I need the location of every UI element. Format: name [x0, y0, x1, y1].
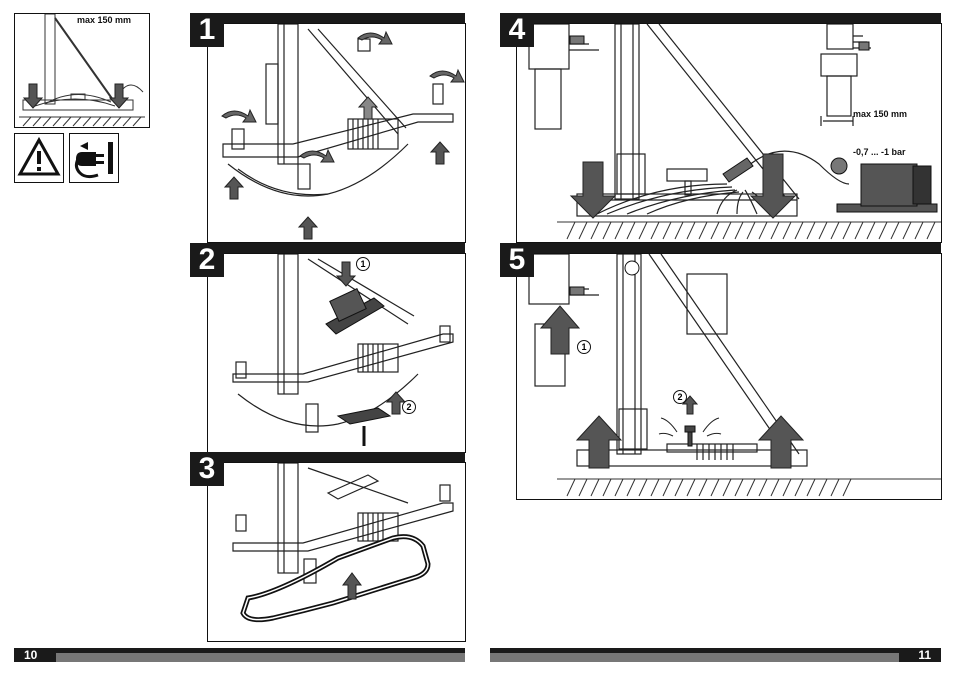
panel-5-number: 5	[500, 243, 534, 277]
panel-3	[207, 462, 466, 642]
panel-2-number: 2	[190, 243, 224, 277]
panel-5-drawing	[528, 254, 941, 497]
panel-4-number: 4	[500, 13, 534, 47]
panel-1-drawing	[221, 24, 465, 240]
footer-right: 11	[490, 648, 941, 662]
panel-4: max 150 mm -0,7 ... -1 bar	[516, 23, 942, 243]
panel-2-callout-1: 1	[356, 257, 370, 271]
panel-5-header-bar	[516, 243, 941, 253]
warning-triangle-icon	[14, 133, 64, 183]
overview-figure: max 150 mm	[14, 13, 150, 128]
panel-3-drawing	[232, 463, 454, 623]
panel-2-header-bar	[207, 243, 465, 253]
page-number-left: 10	[24, 648, 38, 662]
panel-2-drawing	[232, 254, 454, 446]
footer-left: 10	[14, 648, 465, 662]
unplug-icon	[69, 133, 119, 183]
overview-max-label: max 150 mm	[77, 15, 132, 25]
panel-5-callout-2: 2	[673, 390, 687, 404]
panel-4-header-bar	[516, 13, 941, 23]
panel-1-number: 1	[190, 13, 224, 47]
panel-1	[207, 23, 466, 243]
panel-5: 1 2	[516, 253, 942, 500]
panel-3-number: 3	[190, 452, 224, 486]
panel-1-header-bar	[207, 13, 465, 23]
panel-4-drawing	[528, 24, 941, 240]
panel-2: 1 2	[207, 253, 466, 453]
footer-right-bar	[490, 653, 899, 662]
panel-4-vacuum-label: -0,7 ... -1 bar	[853, 147, 906, 157]
footer-left-bar	[56, 653, 465, 662]
panel-2-callout-2: 2	[402, 400, 416, 414]
panel-4-max-label: max 150 mm	[853, 109, 908, 119]
panel-5-callout-1: 1	[577, 340, 591, 354]
page-number-right: 11	[918, 648, 931, 662]
overview-drawing	[19, 14, 145, 127]
panel-3-header-bar	[207, 452, 465, 462]
